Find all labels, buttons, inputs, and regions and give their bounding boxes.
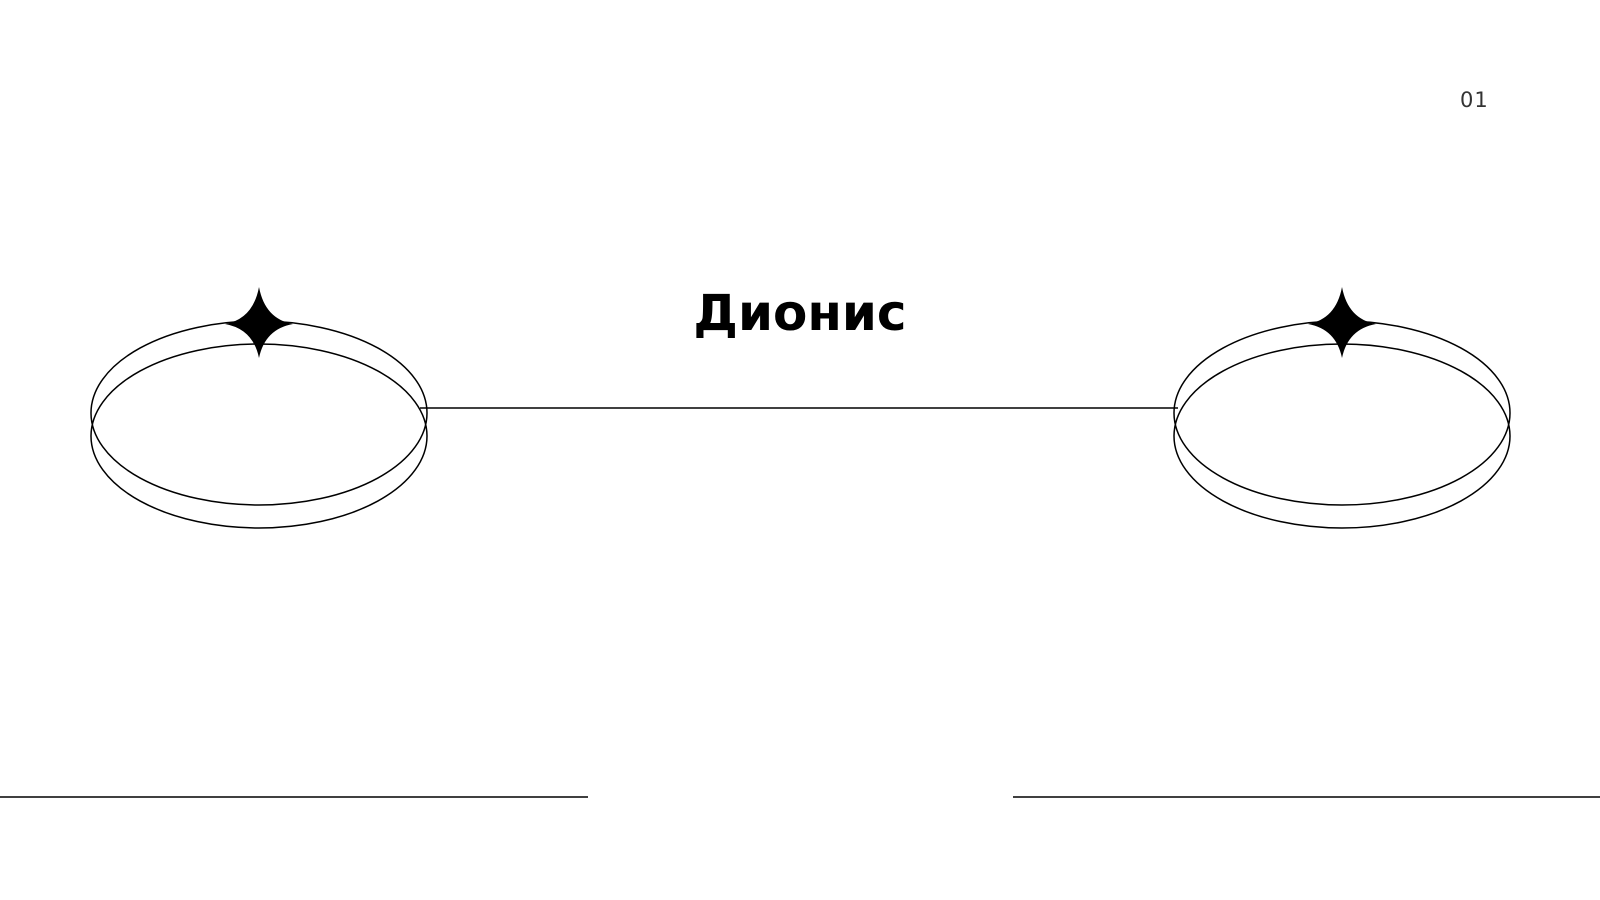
slide-title: Дионис: [693, 284, 907, 342]
sparkle-icon: [1308, 287, 1376, 358]
page-number: 01: [1460, 88, 1489, 112]
sparkle-icon: [225, 287, 293, 358]
